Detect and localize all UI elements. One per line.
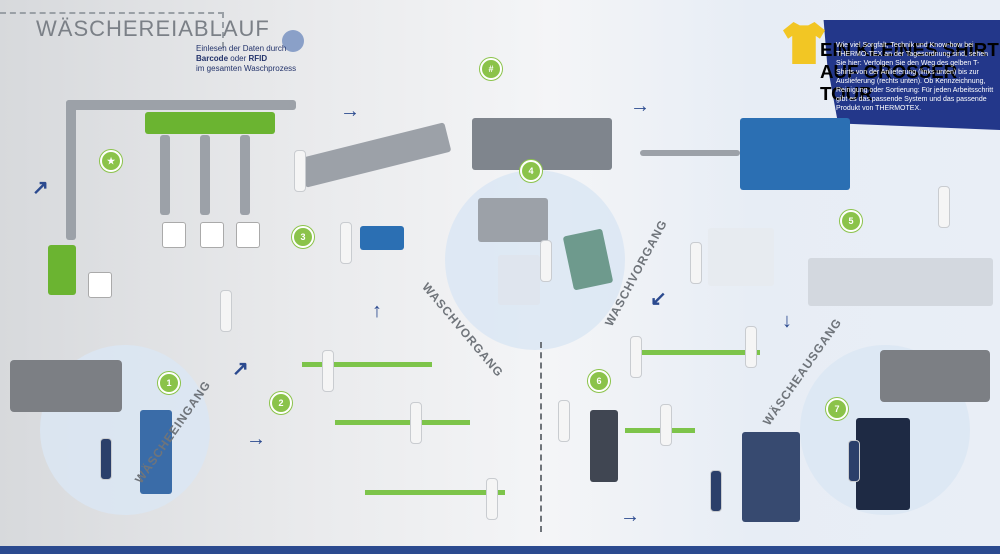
work-table	[365, 490, 505, 495]
banner-heading: EIN KLEINES SHIRT AUF GROSSER TOUR	[820, 38, 999, 104]
worker	[660, 404, 672, 446]
flow-arrow: ↗	[232, 358, 249, 380]
flow-arrow: →	[246, 428, 266, 450]
scanner-terminal	[48, 245, 76, 295]
flow-arrow: →	[630, 95, 650, 117]
worker	[938, 186, 950, 228]
sorting-hoppers	[145, 112, 275, 134]
dispensing-cabinet	[856, 418, 910, 510]
worker	[410, 402, 422, 444]
sorting-station	[808, 258, 993, 306]
delivery-truck-out	[880, 350, 990, 402]
driver	[710, 470, 722, 512]
banner-text: Wie viel Sorgfalt, Technik und Know-how …	[836, 42, 994, 112]
worker	[690, 242, 702, 284]
delivery-truck-in	[10, 360, 122, 412]
worker	[540, 240, 552, 282]
title-frame	[0, 12, 224, 48]
tunnel-finisher	[740, 118, 850, 190]
laundry-basket	[236, 222, 260, 248]
storage-shelf	[708, 228, 774, 286]
worker	[558, 400, 570, 442]
bottom-bar	[0, 546, 1000, 554]
conveyor-rail	[66, 100, 296, 110]
step-badge-4: 4	[520, 160, 542, 182]
conveyor-rail-vertical	[66, 100, 76, 240]
hanger-rail	[640, 150, 740, 156]
worker	[220, 290, 232, 332]
driver	[848, 440, 860, 482]
rfid-gate-in	[140, 410, 172, 494]
worker	[322, 350, 334, 392]
laundry-basket	[200, 222, 224, 248]
flow-arrow: →	[620, 505, 640, 527]
callout-barcode: Barcode	[196, 54, 229, 63]
work-table	[640, 350, 760, 355]
worker	[294, 150, 306, 192]
work-table	[302, 362, 432, 367]
tunnel-washer	[472, 118, 612, 170]
data-callout: Einlesen der Daten durch Barcode oder RF…	[196, 44, 299, 73]
page-title: WÄSCHEREIABLAUF	[36, 16, 270, 41]
laundry-basket	[162, 222, 186, 248]
laundry-basket	[88, 272, 112, 298]
worker	[486, 478, 498, 520]
callout-line3: im gesamten Waschprozess	[196, 64, 297, 73]
flow-arrow: ↗	[32, 177, 49, 199]
rfid-gate-out	[742, 432, 800, 522]
hopper-chute-3	[240, 135, 250, 215]
section-divider	[540, 342, 542, 532]
hopper-chute-2	[200, 135, 210, 215]
step-badge-5: 5	[840, 210, 862, 232]
hash-badge: #	[480, 58, 502, 80]
worker	[340, 222, 352, 264]
front-loader	[498, 255, 540, 305]
callout-line1: Einlesen der Daten durch	[196, 44, 287, 53]
hopper-chute-1	[160, 135, 170, 215]
handheld-cart	[590, 410, 618, 482]
step-badge-2: 2	[270, 392, 292, 414]
rfid-icon	[282, 30, 304, 52]
step-badge-7: 7	[826, 398, 848, 420]
callout-mid: oder	[228, 54, 249, 63]
worker	[630, 336, 642, 378]
worker	[745, 326, 757, 368]
washing-machines	[478, 198, 548, 242]
flow-arrow: ↑	[372, 300, 382, 322]
step-badge-1: 1	[158, 372, 180, 394]
step-badge-3: 3	[292, 226, 314, 248]
star-badge: ★	[100, 150, 122, 172]
flow-arrow: →	[340, 100, 360, 122]
flow-arrow: ↙	[650, 288, 667, 310]
step-badge-6: 6	[588, 370, 610, 392]
driver	[100, 438, 112, 480]
tour-banner	[823, 20, 1000, 130]
flow-arrow: ↓	[782, 310, 792, 332]
ironer	[360, 226, 404, 250]
work-table	[335, 420, 470, 425]
callout-rfid: RFID	[248, 54, 268, 63]
